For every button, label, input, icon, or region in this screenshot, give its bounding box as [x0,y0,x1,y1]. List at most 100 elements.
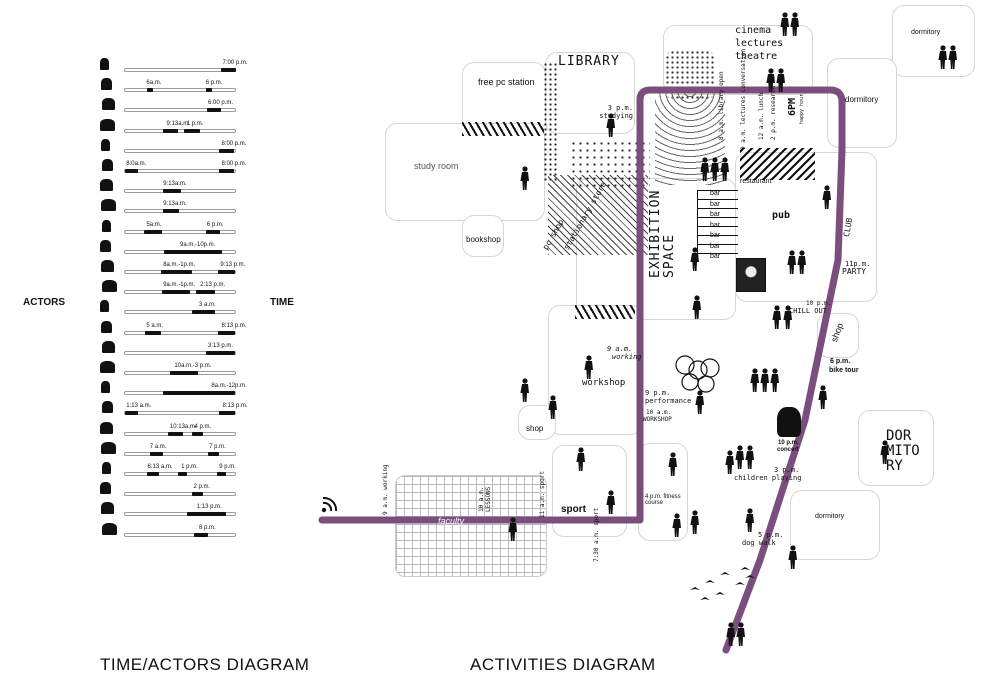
actor-icon [100,482,111,495]
timeline-segment [219,411,235,416]
timeline-segment [163,391,235,396]
timeline-segment [216,472,226,476]
event-workshop-time: 10 a.m. [646,409,672,416]
timeline-segment [125,169,139,173]
event-studying: 3 p.m. studying [599,104,633,120]
library-label: LIBRARY [558,54,620,69]
person-silhouette [695,390,705,419]
event-sport-time: 11 a.m. sport [539,471,546,518]
person-silhouette [938,45,948,74]
timeline-segment [217,270,235,274]
person-silhouette [720,157,730,186]
timeline-bar [124,229,236,234]
timeline-time-label: 6 p.m. [205,80,223,87]
timeline-segment [192,310,215,315]
event-fitness: 4 p.m. fitness course [645,494,681,506]
library-pattern [543,62,558,182]
sport-label: sport [561,504,586,515]
person-silhouette [770,368,780,397]
actor-icon [102,340,115,353]
actor-icon [100,361,115,373]
timeline-segment [186,512,226,517]
timeline-segment [207,451,220,456]
event-lectures: 9 a.m. lectures conversation [740,48,747,150]
actors-label: ACTORS [23,297,66,308]
timeline-segment [221,68,236,72]
person-silhouette [520,166,530,195]
actor-icon [102,98,115,111]
timeline-time-label: 1 p.m. [186,120,204,127]
timeline-time-label: 9 p.m. [219,464,236,470]
timeline-time-label: 9:13 p.m. [220,262,246,268]
timeline-segment [184,128,201,133]
timeline-bar [124,209,236,214]
timeline-time-label: 8:13 p.m. [222,403,248,410]
person-silhouette [745,508,755,537]
bookshop-label: bookshop [466,235,501,244]
timeline-time-label: 8a.m.-1p.m. [163,262,196,268]
event-happy-hour: happy hour [799,93,805,124]
timeline-segment [205,229,221,234]
timeline-time-label: 3:13 p.m. [208,342,234,349]
timeline-time-label: 8a.m.-12p.m. [211,383,247,390]
person-silhouette [710,157,720,186]
event-lessons-time: 10 a.m. [478,486,485,512]
timeline-time-label: 8:0a.m. [126,161,147,167]
person-silhouette [584,355,594,384]
timeline-time-label: 10:13a.m. [169,423,197,430]
timeline-segment [192,431,204,436]
person-silhouette [760,368,770,397]
zigzag-pattern [740,148,815,180]
event-chill: CHILL OUT [789,307,827,315]
timeline-bar [124,350,236,355]
timeline-bar [124,492,236,497]
timeline-time-label: 1:13 p.m. [196,504,222,511]
actor-icon [102,219,111,232]
timeline-segment [125,411,139,416]
timeline-bar [124,451,236,456]
timeline-time-label: 6a.m. [146,80,162,87]
person-silhouette [750,368,760,397]
confetti-bar-2 [575,305,635,319]
event-performance: 9 p.m. performance [645,389,692,405]
actor-icon [101,320,112,333]
timeline-bar [124,431,236,436]
person-silhouette [766,68,776,97]
dormitory-bottom-label: dormitory [815,513,845,520]
actor-icon [100,118,115,131]
free-pc-box [462,62,546,132]
cinema-label: cinema [735,25,772,36]
event-working-time: 9 a.m. [607,345,633,353]
time-label: TIME [270,297,294,308]
dormitory-box-top [892,5,975,77]
timeline-time-label: 6:13 a.m. [147,464,173,470]
person-silhouette [745,445,755,474]
event-bike: bike tour [829,367,859,374]
timeline-segment [147,472,159,476]
timeline-time-label: 9a.m.-1p.m. [163,282,196,289]
event-dog-time: 5 p.m. [758,531,784,539]
timeline-segment [144,229,162,234]
actor-icon [100,421,113,434]
actor-icon [101,199,116,212]
timeline-segment [161,290,190,295]
timeline-bar [124,472,236,476]
bookshop-box [462,215,504,257]
event-working2: 9 a.m. working [382,464,389,515]
timeline-bar [124,68,236,72]
person-silhouette [692,295,702,324]
person-silhouette [948,45,958,74]
timeline-segment [219,148,234,153]
bar-item: bar [710,242,721,250]
person-silhouette [548,395,558,424]
person-silhouette [822,185,832,214]
timeline-time-label: 9a.m.-10p.m. [180,241,216,248]
timeline-segment [194,532,208,537]
actor-icon [100,300,109,313]
timeline-segment [219,169,234,173]
timeline-time-label: 8:00 p.m. [221,161,247,167]
dormitory-big-3: RY [886,458,903,474]
actor-icon [102,159,113,171]
timeline-segment [205,88,213,93]
timeline-bar [124,310,236,315]
